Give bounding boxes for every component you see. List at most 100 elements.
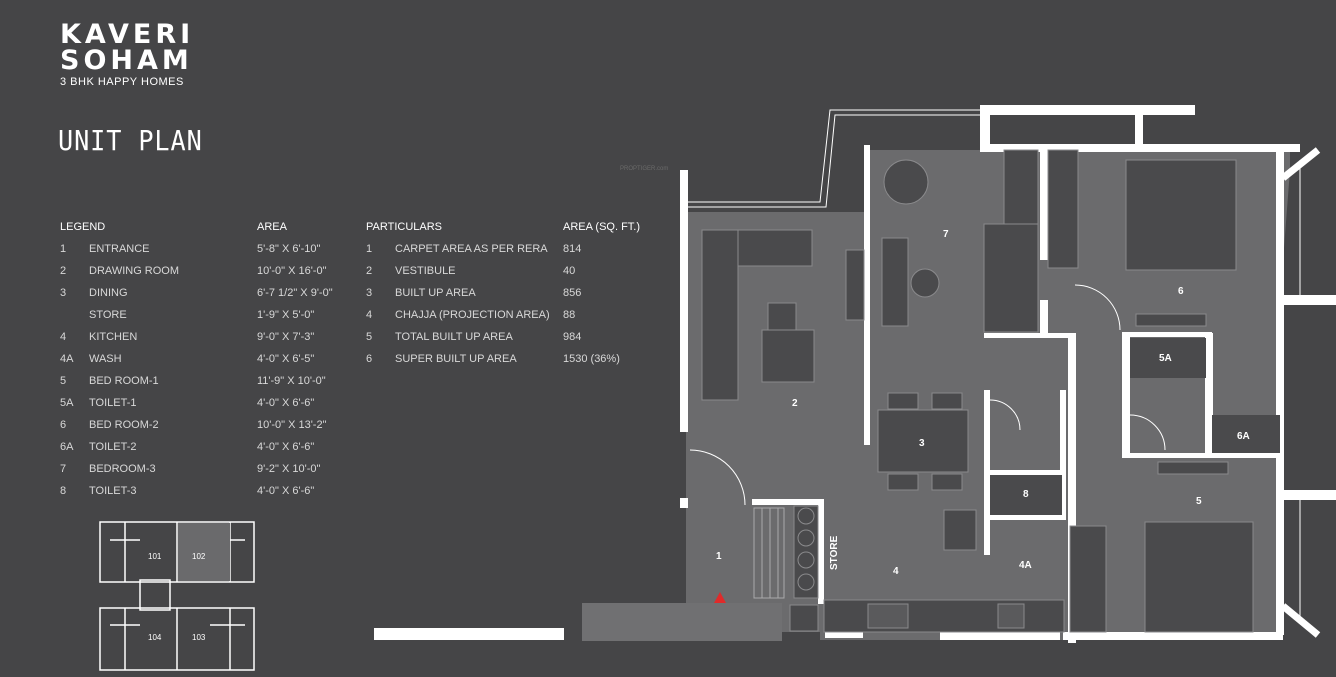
particulars-row-name: CHAJJA (PROJECTION AREA)	[395, 309, 550, 321]
legend-row-area: 6'-7 1/2" X 9'-0"	[257, 287, 333, 299]
label-bedroom-1: 5	[1196, 496, 1202, 507]
particulars-row-name: TOTAL BUILT UP AREA	[395, 331, 513, 343]
dresser-r5	[1157, 461, 1229, 475]
legend-row-area: 4'-0" X 6'-6"	[257, 485, 315, 497]
walls	[374, 105, 1336, 643]
dining-table	[877, 409, 969, 473]
kitchen-stool	[943, 509, 977, 551]
brand-name-line2: SOHAM	[60, 45, 193, 76]
legend-area-header: AREA	[257, 221, 287, 233]
legend-row-area: 4'-0" X 6'-6"	[257, 441, 315, 453]
particulars-row-area: 856	[563, 287, 582, 299]
particulars-row-area: 88	[563, 309, 576, 321]
wardrobe-r5	[1069, 525, 1107, 633]
label-toilet-2: 6A	[1237, 431, 1250, 442]
particulars-row-no: 4	[366, 309, 373, 321]
coffee-table	[767, 302, 797, 334]
centre-table	[761, 329, 815, 383]
label-kitchen: 4	[893, 566, 899, 577]
dresser-r6	[1135, 313, 1207, 327]
legend-row-name: BED ROOM-2	[89, 419, 159, 431]
particulars-row-name: CARPET AREA AS PER RERA	[395, 243, 548, 255]
legend-row-name: ENTRANCE	[89, 243, 150, 255]
round-table	[883, 159, 929, 205]
wardrobe-r7	[1003, 149, 1039, 225]
legend-row-name: DRAWING ROOM	[89, 265, 180, 277]
label-store: STORE	[829, 535, 840, 570]
wardrobe-r6	[1047, 149, 1079, 269]
duct	[789, 604, 819, 632]
bed-r5	[1144, 521, 1254, 633]
sink	[997, 603, 1025, 629]
particulars-row-no: 6	[366, 353, 373, 365]
legend-row-area: 11'-9" X 10'-0"	[257, 375, 326, 387]
particulars-row-area: 1530 (36%)	[563, 353, 620, 365]
label-drawing-room: 2	[792, 398, 798, 409]
label-bedroom-2: 6	[1178, 286, 1184, 297]
legend-row-name: TOILET-3	[89, 485, 137, 497]
legend-row-no: 2	[60, 265, 67, 277]
legend-row-no: 6	[60, 419, 67, 431]
legend-row-name: BEDROOM-3	[89, 463, 156, 475]
legend-row-no: 1	[60, 243, 67, 255]
bed-r7	[983, 223, 1039, 333]
particulars-area-header: AREA (SQ. FT.)	[563, 221, 641, 233]
legend-row-name: STORE	[89, 309, 127, 321]
toilet-1-fill	[1130, 338, 1206, 378]
legend-row-name: BED ROOM-1	[89, 375, 159, 387]
bed-r6	[1125, 159, 1237, 271]
legend-row-name: WASH	[89, 353, 122, 365]
particulars-row-area: 814	[563, 243, 582, 255]
particulars-row-name: VESTIBULE	[395, 265, 456, 277]
legend-row-area: 5'-8" X 6'-10"	[257, 243, 321, 255]
chair	[910, 268, 940, 298]
tv-unit	[845, 249, 865, 321]
kitchen-counter	[823, 599, 1065, 633]
label-toilet-3: 8	[1023, 489, 1029, 500]
sofa	[701, 229, 813, 401]
legend-row-area: 9'-2" X 10'-0"	[257, 463, 321, 475]
label-entrance: 1	[716, 551, 722, 562]
toilet-2-fill	[1212, 415, 1280, 453]
legend-header: LEGEND	[60, 221, 106, 233]
legend-row-no: 6A	[60, 441, 74, 453]
legend-row-name: KITCHEN	[89, 331, 138, 343]
particulars-row-no: 1	[366, 243, 373, 255]
legend-row-no: 7	[60, 463, 67, 475]
legend-row-no: 4A	[60, 353, 74, 365]
particulars-row-name: BUILT UP AREA	[395, 287, 476, 299]
particulars-row-no: 5	[366, 331, 373, 343]
legend-row-area: 1'-9" X 5'-0"	[257, 309, 315, 321]
legend-row-area: 4'-0" X 6'-5"	[257, 353, 315, 365]
particulars-row-area: 984	[563, 331, 582, 343]
study-desk	[881, 237, 909, 327]
watermark: PROPTIGER.com	[620, 166, 669, 172]
legend-row-name: TOILET-1	[89, 397, 137, 409]
particulars-row-no: 2	[366, 265, 373, 277]
particulars-row-name: SUPER BUILT UP AREA	[395, 353, 517, 365]
entry-arrow-icon	[714, 592, 726, 603]
legend-row-area: 10'-0" X 16'-0"	[257, 265, 327, 277]
label-wash: 4A	[1019, 560, 1032, 571]
page-title: UNIT PLAN	[58, 124, 203, 157]
legend-row-no: 5	[60, 375, 67, 387]
particulars-row-area: 40	[563, 265, 576, 277]
brand-name-line1: KAVERI	[60, 19, 195, 50]
legend-row-name: DINING	[89, 287, 128, 299]
legend-row-no: 4	[60, 331, 67, 343]
legend-row-area: 10'-0" X 13'-2"	[257, 419, 327, 431]
legend-row-no: 8	[60, 485, 67, 497]
label-toilet-1: 5A	[1159, 353, 1172, 364]
brand-subtitle: 3 BHK HAPPY HOMES	[60, 76, 184, 88]
legend-row-area: 9'-0" X 7'-3"	[257, 331, 315, 343]
label-dining: 3	[919, 438, 925, 449]
hob	[867, 603, 909, 629]
legend-row-no: 3	[60, 287, 67, 299]
toilet-3-fill	[990, 475, 1062, 515]
legend-row-no: 5A	[60, 397, 74, 409]
label-bedroom-3: 7	[943, 229, 949, 240]
particulars-row-no: 3	[366, 287, 373, 299]
particulars-header: PARTICULARS	[366, 221, 443, 233]
legend-row-name: TOILET-2	[89, 441, 137, 453]
